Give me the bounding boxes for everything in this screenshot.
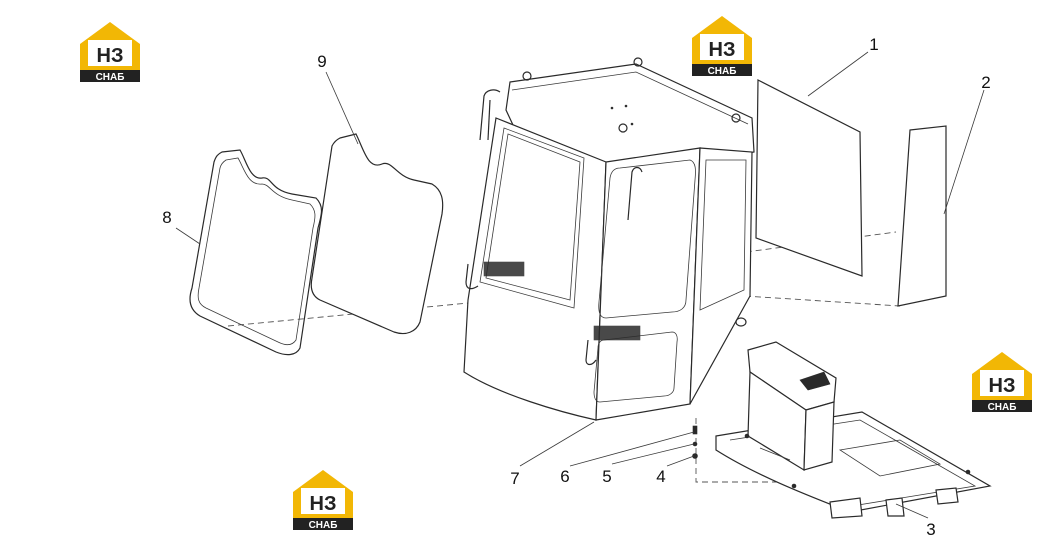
part-3-floor-frame — [715, 341, 992, 519]
logo-caption: СНАБ — [96, 72, 125, 83]
leader-lines — [175, 51, 985, 519]
callout-5: 5 — [602, 467, 611, 486]
callout-8: 8 — [162, 208, 171, 227]
part-9-windshield-glass — [310, 133, 444, 335]
callout-9: 9 — [317, 52, 326, 71]
part-1-rear-glass — [755, 79, 863, 277]
brand-logo-top-left: НЗ СНАБ — [80, 22, 140, 83]
callout-6: 6 — [560, 467, 569, 486]
part-8-window-seal — [189, 149, 323, 356]
callout-2: 2 — [981, 73, 990, 92]
callout-1: 1 — [869, 35, 878, 54]
logo-letters: НЗ — [709, 39, 736, 61]
brand-logo-bottom-left: НЗ СНАБ — [293, 470, 353, 531]
logo-caption: СНАБ — [708, 66, 737, 77]
callout-labels: 1 2 3 4 5 6 7 8 9 — [162, 35, 990, 539]
part-2-side-glass — [897, 125, 947, 307]
logo-letters: НЗ — [989, 375, 1016, 397]
logo-letters: НЗ — [97, 45, 124, 67]
logo-caption: СНАБ — [309, 520, 338, 531]
callout-3: 3 — [926, 520, 935, 539]
brand-logo-right: НЗ СНАБ — [972, 352, 1032, 413]
part-7-cab — [463, 57, 755, 421]
brand-logo-top-center: НЗ СНАБ — [692, 16, 752, 77]
logo-caption: СНАБ — [988, 402, 1017, 413]
fasteners-4-5-6 — [692, 425, 698, 459]
logo-letters: НЗ — [310, 493, 337, 515]
callout-4: 4 — [656, 467, 665, 486]
callout-7: 7 — [510, 469, 519, 488]
